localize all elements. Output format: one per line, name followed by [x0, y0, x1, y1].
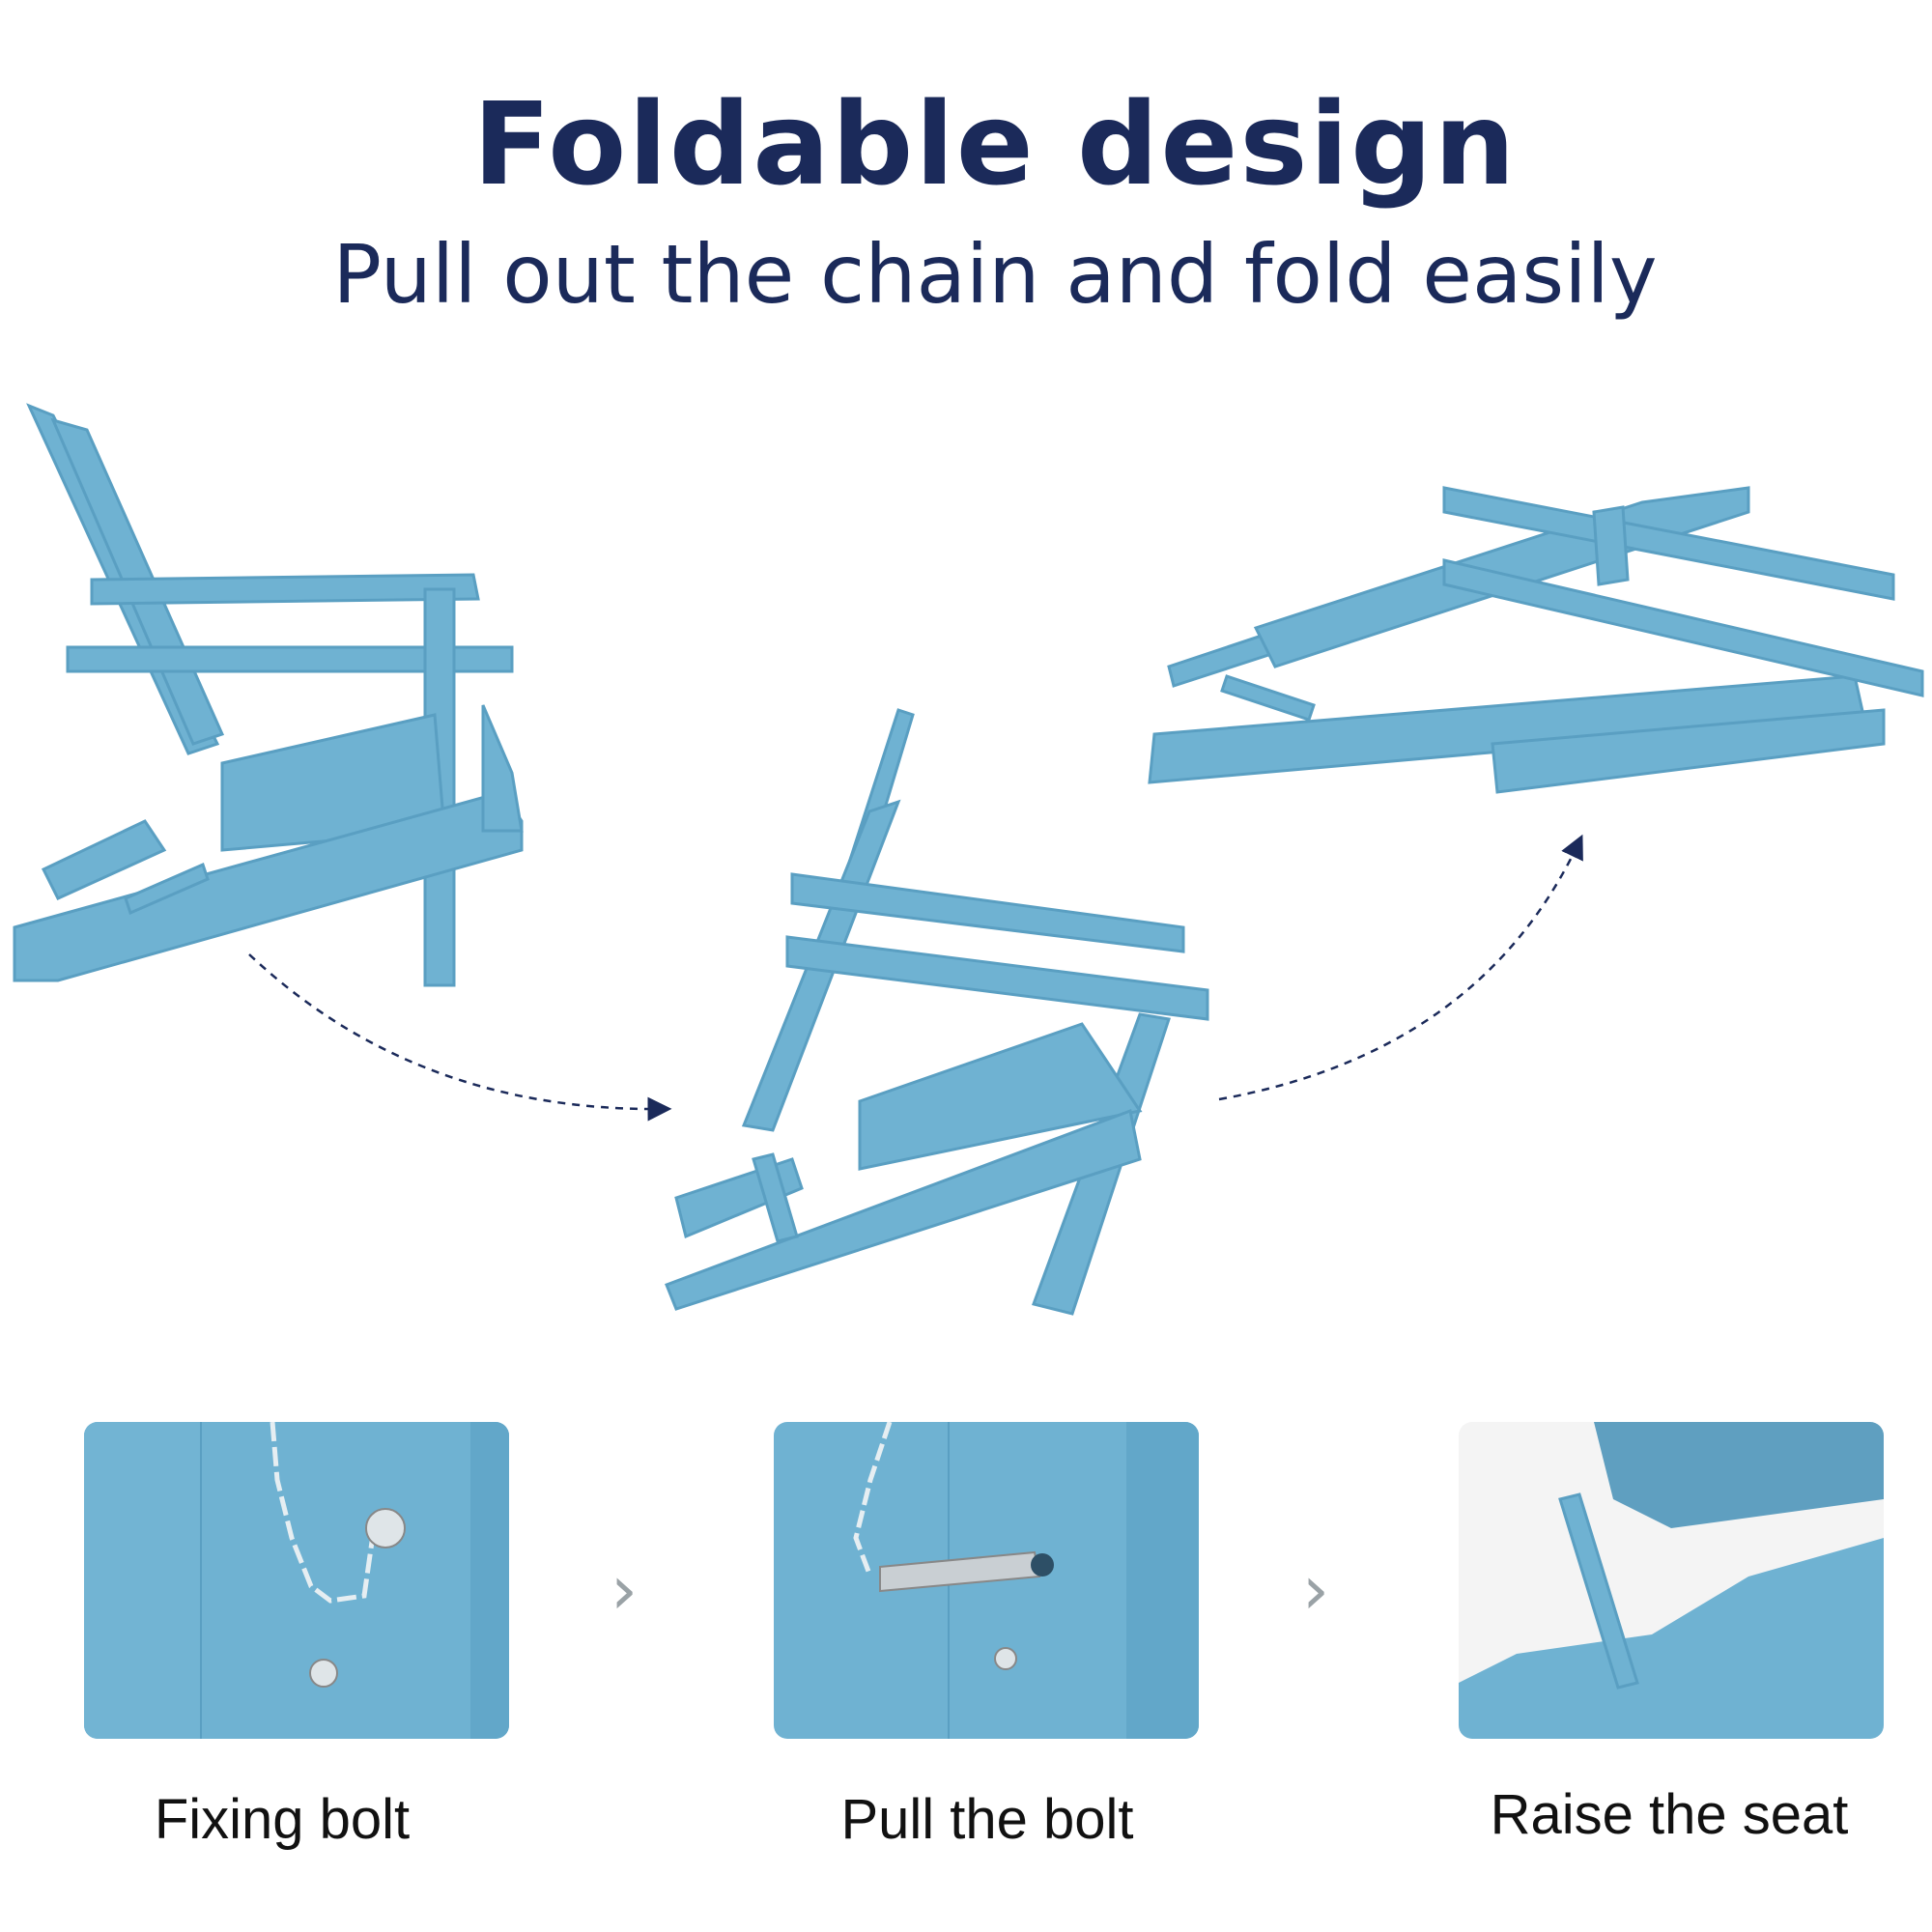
page-subtitle: Pull out the chain and fold easily [332, 227, 1658, 322]
dashed-arrow-2 [1218, 834, 1583, 1101]
page-title: Foldable design [472, 77, 1518, 211]
step-image-raise-seat [1459, 1422, 1884, 1739]
step-label-raise-seat: Raise the seat [1490, 1783, 1849, 1846]
step-label-fixing-bolt: Fixing bolt [154, 1788, 411, 1851]
dashed-arrow-1 [248, 953, 672, 1122]
chevron-right-icon: › [1302, 1550, 1329, 1630]
chair-folded [1148, 486, 1924, 794]
chevron-right-icon: › [611, 1550, 638, 1630]
chair-half-folded [665, 708, 1209, 1316]
step-image-pull-bolt [774, 1422, 1199, 1739]
step-label-pull-bolt: Pull the bolt [840, 1788, 1134, 1851]
step-image-fixing-bolt [84, 1422, 509, 1739]
chair-upright [13, 403, 524, 987]
